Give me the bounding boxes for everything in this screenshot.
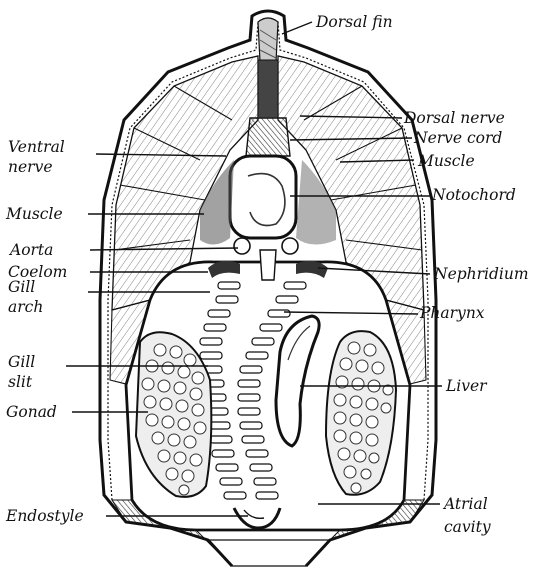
label-gonad: Gonad [6,403,57,421]
label-nerve-cord: Nerve cord [413,129,502,147]
label-dorsal-fin: Dorsal fin [315,13,393,31]
label-muscle-right: Muscle [417,152,475,170]
label-endostyle: Endostyle [5,507,84,525]
label-notochord: Notochord [431,186,516,204]
label-gill-slit-line2: slit [8,373,33,391]
label-gill-arch-line2: arch [8,298,43,316]
dorsal-fin [258,18,278,62]
label-aorta: Aorta [8,241,53,259]
label-dorsal-nerve: Dorsal nerve [403,109,505,127]
label-pharynx: Pharynx [419,304,485,322]
label-ventral-nerve-line1: Ventral [8,138,65,156]
label-ventral-nerve-line2: nerve [8,158,53,176]
notochord [230,156,296,238]
label-liver: Liver [445,377,488,395]
label-atrial-cavity-line2: cavity [444,518,491,536]
label-atrial-cavity-line1: Atrial [442,495,488,513]
label-gill-arch-line1: Gill [8,278,35,296]
label-muscle-left: Muscle [5,205,63,223]
label-gill-slit-line1: Gill [8,353,35,371]
label-nephridium: Nephridium [433,265,529,283]
